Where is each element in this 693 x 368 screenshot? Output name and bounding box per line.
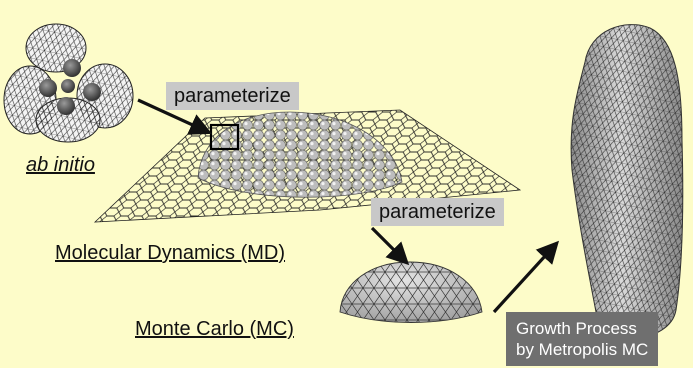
parameterize-label-1: parameterize bbox=[166, 82, 299, 110]
parameterize-label-2: parameterize bbox=[371, 198, 504, 226]
ab-initio-orbital-image bbox=[4, 24, 133, 142]
ab-initio-label: ab initio bbox=[26, 154, 95, 177]
mc-label: Monte Carlo (MC) bbox=[135, 318, 294, 341]
arrow-md-to-mc bbox=[372, 228, 406, 262]
growth-blob-image bbox=[571, 25, 683, 338]
arrow-mc-to-growth bbox=[494, 244, 556, 312]
md-label: Molecular Dynamics (MD) bbox=[55, 242, 285, 265]
growth-process-box: Growth Process by Metropolis MC bbox=[506, 312, 658, 366]
mc-dome-image bbox=[340, 262, 482, 323]
growth-box-line-1: Growth Process bbox=[516, 318, 648, 339]
growth-box-line-2: by Metropolis MC bbox=[516, 339, 648, 360]
